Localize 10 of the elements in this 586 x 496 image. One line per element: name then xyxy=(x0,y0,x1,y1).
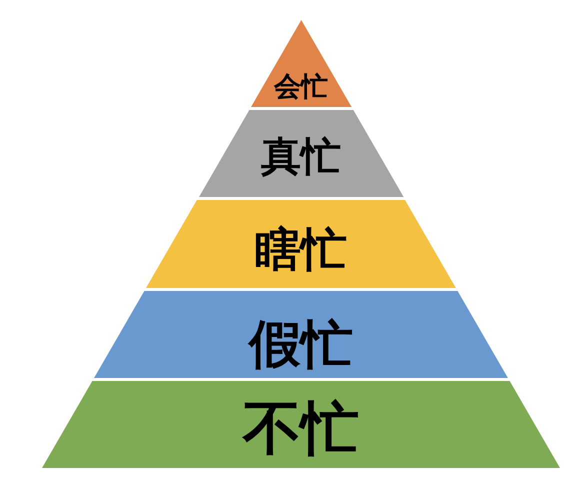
pyramid-apex-triangle xyxy=(250,20,352,107)
pyramid-tier xyxy=(198,110,404,197)
tier-label: 会忙 xyxy=(274,74,328,100)
tier-label: 瞎忙 xyxy=(255,226,347,272)
tier-label: 假忙 xyxy=(249,319,353,371)
pyramid-tier xyxy=(94,291,508,378)
pyramid-tier xyxy=(146,200,456,288)
tier-label: 不忙 xyxy=(243,399,359,457)
tier-label: 真忙 xyxy=(261,137,341,177)
pyramid-tier xyxy=(42,381,560,468)
